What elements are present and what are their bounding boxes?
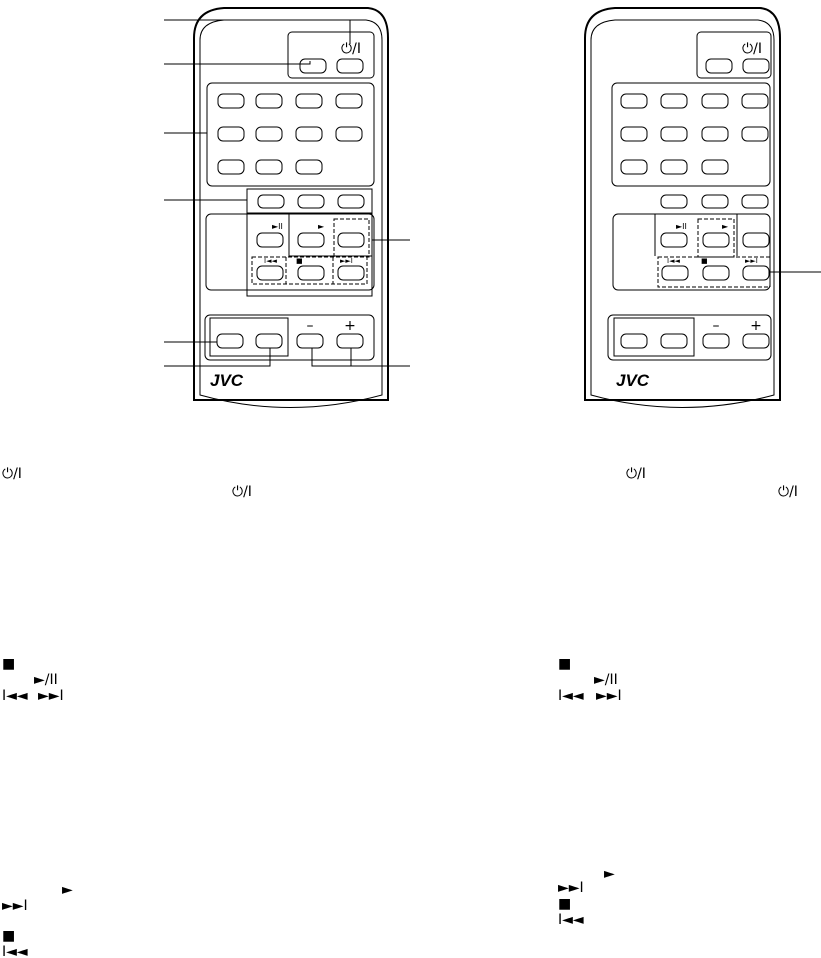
play-pause-symbol-text: ►/II [594, 672, 618, 688]
vol-plus-right: + [750, 318, 762, 334]
play-symbol-text: ► [604, 866, 615, 882]
skip-forward-symbol-text: ►►I [596, 688, 622, 704]
play-pause-mark-left: ►II [272, 222, 283, 231]
brand-logo-left: JVC [210, 371, 244, 390]
stop-mark-left: ■ [296, 257, 303, 265]
play-mark-right: ► [722, 222, 729, 231]
power-symbol-text: ⏻/I [626, 466, 646, 482]
skip-back-symbol-text: I◄◄ [2, 688, 28, 704]
remote-left: ⏻/I ►II ► I◄◄ ■ ►►I [164, 7, 410, 408]
remote-right: ⏻/I ►II ► I◄◄ ■ ►►I [584, 7, 821, 408]
skip-back-symbol-text: I◄◄ [558, 688, 584, 704]
skip-fwd-mark-left: ►►I [340, 257, 353, 265]
play-symbol-text: ► [62, 882, 73, 898]
vol-plus-left: + [344, 318, 356, 334]
stop-symbol-text: ■ [2, 928, 16, 944]
power-symbol-label-left: ⏻/I [341, 41, 361, 57]
power-symbol-text: ⏻/I [778, 484, 798, 500]
skip-back-symbol-text: I◄◄ [2, 944, 28, 958]
skip-back-symbol-text: I◄◄ [558, 912, 584, 928]
skip-back-mark-right: I◄◄ [667, 257, 680, 265]
stop-mark-right: ■ [701, 257, 708, 265]
skip-forward-symbol-text: ►►I [2, 898, 28, 914]
skip-forward-symbol-text: ►►I [38, 688, 64, 704]
play-pause-symbol-text: ►/II [34, 672, 58, 688]
vol-minus-left: – [307, 318, 314, 334]
play-mark-left: ► [318, 222, 325, 231]
vol-minus-right: – [713, 318, 720, 334]
skip-back-mark-left: I◄◄ [264, 257, 277, 265]
skip-fwd-mark-right: ►►I [745, 257, 758, 265]
stop-symbol-text: ■ [2, 656, 16, 672]
play-pause-mark-right: ►II [676, 222, 687, 231]
stop-symbol-text: ■ [558, 656, 572, 672]
skip-forward-symbol-text: ►►I [558, 880, 584, 896]
power-symbol-text: ⏻/I [2, 466, 22, 482]
brand-logo-right: JVC [616, 371, 650, 390]
power-symbol-label-right: ⏻/I [742, 41, 762, 57]
power-symbol-text: ⏻/I [232, 484, 252, 500]
stop-symbol-text: ■ [558, 896, 572, 912]
